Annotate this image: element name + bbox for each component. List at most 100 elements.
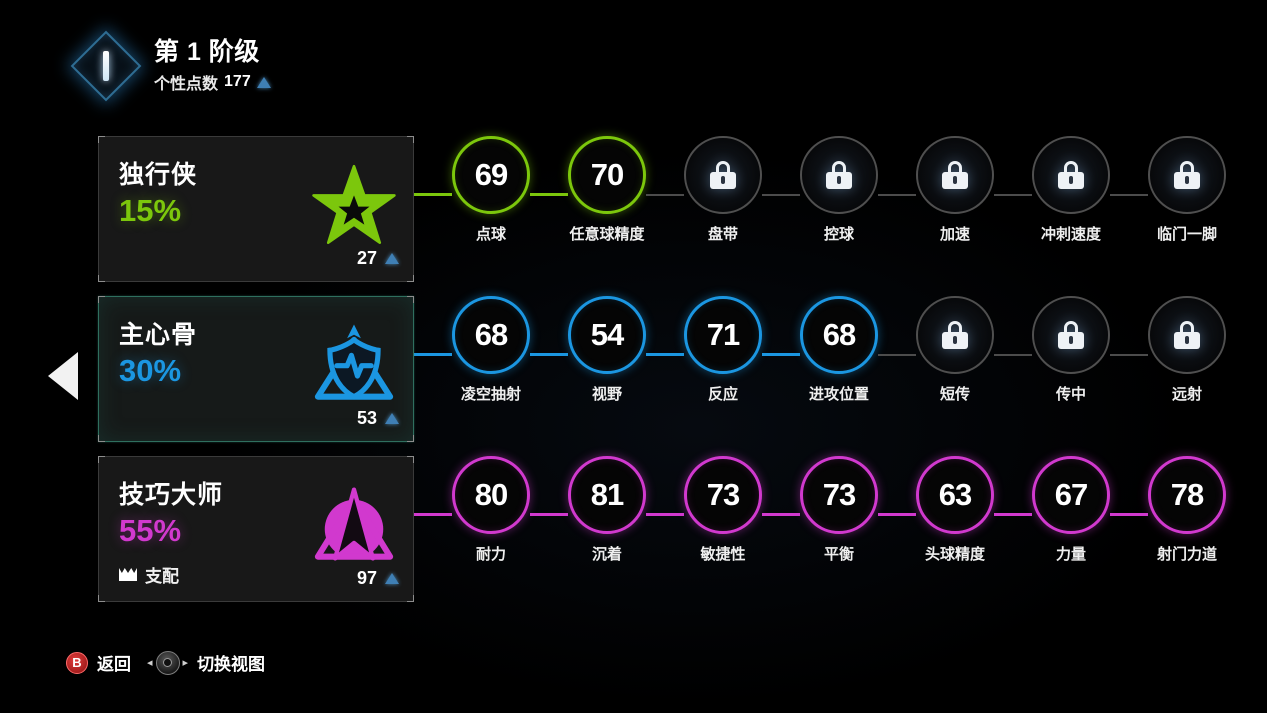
trait-tag: 支配 xyxy=(119,562,179,587)
trait-value-number: 27 xyxy=(356,248,377,268)
skill-node-label: 反应 xyxy=(707,386,738,403)
skill-node-unlocked[interactable]: 71 xyxy=(684,296,762,374)
tier-header: 第 1 阶级 个性点数 177 xyxy=(70,30,271,102)
skill-node[interactable]: 63 头球精度 xyxy=(916,456,994,564)
lock-icon xyxy=(942,321,968,349)
skill-node-value: 80 xyxy=(474,477,508,512)
skill-node-unlocked[interactable]: 81 xyxy=(568,456,646,534)
skill-node-locked[interactable] xyxy=(916,136,994,214)
triangle-badge-icon xyxy=(385,573,399,584)
page-title: 第 1 阶级 xyxy=(154,37,260,66)
trait-name: 独行侠 xyxy=(119,161,198,189)
skill-node-unlocked[interactable]: 70 xyxy=(568,136,646,214)
skill-node[interactable]: 远射 xyxy=(1148,296,1226,404)
connector-line xyxy=(994,194,1032,196)
skill-node-label: 点球 xyxy=(475,226,506,243)
skill-node[interactable]: 冲刺速度 xyxy=(1032,136,1110,244)
skill-node-value: 67 xyxy=(1054,477,1088,512)
skill-node-locked[interactable] xyxy=(684,136,762,214)
skill-node-value: 73 xyxy=(822,477,856,512)
skill-node[interactable]: 临门一脚 xyxy=(1148,136,1226,244)
lock-icon xyxy=(942,161,968,189)
connector-line xyxy=(646,194,684,196)
skill-node-locked[interactable] xyxy=(1032,136,1110,214)
connector-lead xyxy=(414,513,452,516)
skill-node-label: 头球精度 xyxy=(924,546,985,563)
right-chevron-icon: ▸ xyxy=(182,657,189,669)
points-label: 个性点数 xyxy=(154,76,219,94)
skill-node-unlocked[interactable]: 73 xyxy=(684,456,762,534)
skill-node-value: 63 xyxy=(938,477,972,512)
skill-node-unlocked[interactable]: 68 xyxy=(800,296,878,374)
skill-node-unlocked[interactable]: 80 xyxy=(452,456,530,534)
skill-node-locked[interactable] xyxy=(800,136,878,214)
skill-node-value: 71 xyxy=(706,317,740,352)
skill-node-locked[interactable] xyxy=(1148,296,1226,374)
skill-node[interactable]: 73 平衡 xyxy=(800,456,878,564)
skill-node[interactable]: 传中 xyxy=(1032,296,1110,404)
skill-node[interactable]: 71 反应 xyxy=(684,296,762,404)
triangle-badge-icon xyxy=(385,413,399,424)
skill-node-unlocked[interactable]: 78 xyxy=(1148,456,1226,534)
skill-node[interactable]: 盘带 xyxy=(684,136,762,244)
b-button-icon: B xyxy=(66,651,88,674)
connector-line xyxy=(646,513,684,516)
left-chevron-icon: ◂ xyxy=(147,657,153,669)
skill-node-label: 平衡 xyxy=(823,546,854,563)
skill-node[interactable]: 控球 xyxy=(800,136,878,244)
skill-node[interactable]: 73 敏捷性 xyxy=(684,456,762,564)
left-arrow-icon[interactable] xyxy=(48,352,78,400)
trait-value: 97 xyxy=(357,568,399,589)
back-button[interactable]: B 返回 xyxy=(66,650,131,675)
lock-icon xyxy=(1058,321,1084,349)
skill-node[interactable]: 81 沉着 xyxy=(568,456,646,564)
skill-node-value: 70 xyxy=(590,157,624,192)
connector-lead xyxy=(414,353,452,356)
skill-node-locked[interactable] xyxy=(1032,296,1110,374)
skill-node[interactable]: 69 点球 xyxy=(452,136,530,244)
skill-node-unlocked[interactable]: 67 xyxy=(1032,456,1110,534)
connector-line xyxy=(762,353,800,356)
skill-node-unlocked[interactable]: 68 xyxy=(452,296,530,374)
lock-icon xyxy=(1174,161,1200,189)
points-value: 177 xyxy=(224,73,251,91)
skill-node-unlocked[interactable]: 54 xyxy=(568,296,646,374)
skill-node-unlocked[interactable]: 63 xyxy=(916,456,994,534)
skill-node-label: 盘带 xyxy=(707,226,738,243)
switch-view-button[interactable]: ◂ ▸ 切换视图 xyxy=(147,650,265,675)
connector-line xyxy=(994,513,1032,516)
skill-node-label: 远射 xyxy=(1171,386,1202,403)
skill-node-locked[interactable] xyxy=(1148,136,1226,214)
connector-line xyxy=(646,353,684,356)
skill-node-locked[interactable] xyxy=(916,296,994,374)
skill-node-unlocked[interactable]: 73 xyxy=(800,456,878,534)
skill-node-label: 短传 xyxy=(939,386,970,403)
skill-node-label: 沉着 xyxy=(591,546,622,563)
skill-node[interactable]: 加速 xyxy=(916,136,994,244)
connector-line xyxy=(1110,194,1148,196)
skill-node[interactable]: 68 进攻位置 xyxy=(800,296,878,404)
skill-node-label: 传中 xyxy=(1055,386,1086,403)
skill-node-label: 敏捷性 xyxy=(700,546,746,563)
lock-icon xyxy=(826,161,852,189)
skill-node[interactable]: 短传 xyxy=(916,296,994,404)
skill-node-unlocked[interactable]: 69 xyxy=(452,136,530,214)
switch-view-label: 切换视图 xyxy=(197,655,266,674)
trait-value-number: 97 xyxy=(356,568,377,588)
trait-percent: 55% xyxy=(119,513,182,548)
skill-node-label: 进攻位置 xyxy=(808,386,869,403)
skill-node-label: 加速 xyxy=(939,226,970,243)
footer-hints: B 返回 ◂ ▸ 切换视图 xyxy=(66,650,265,675)
skill-node-label: 冲刺速度 xyxy=(1040,226,1101,243)
